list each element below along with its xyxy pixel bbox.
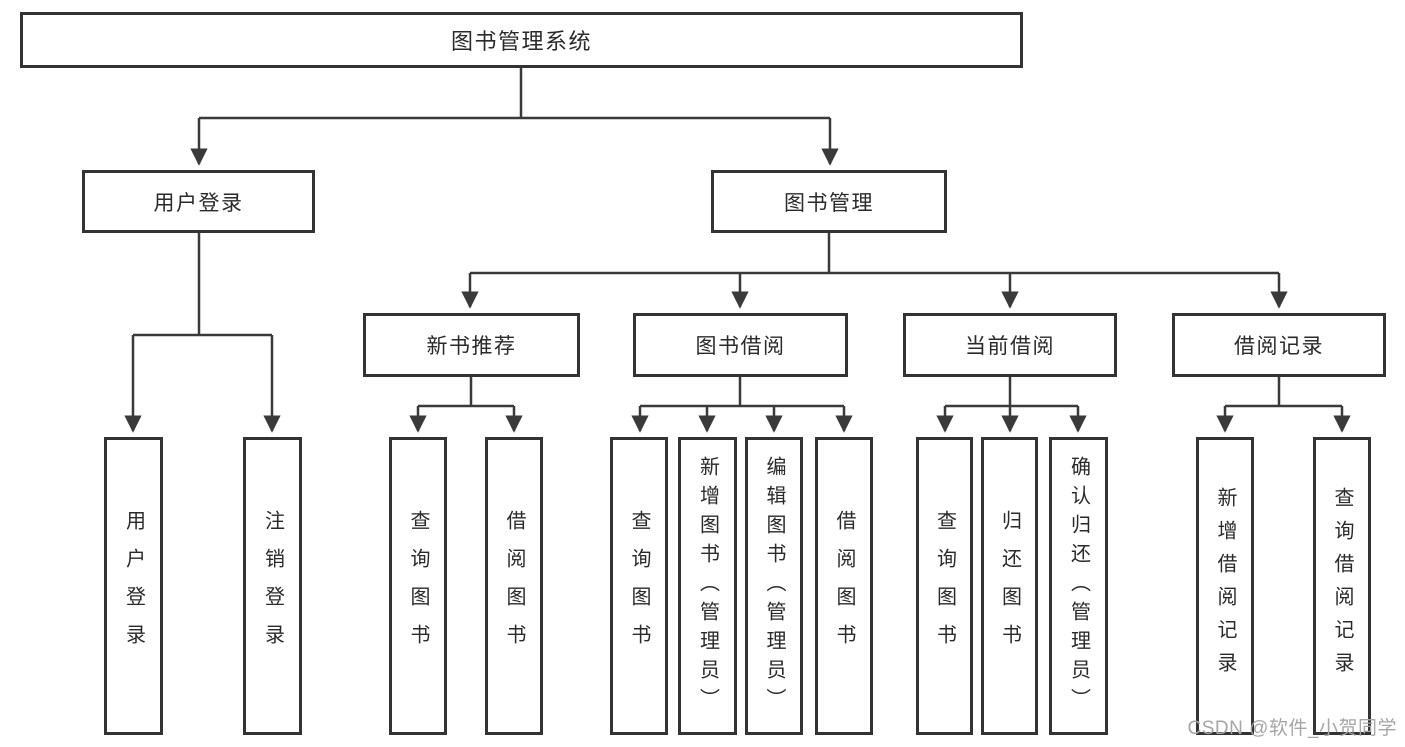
leaf-user-login: 用户登录 bbox=[104, 437, 163, 735]
node-book-borrow: 图书借阅 bbox=[633, 313, 848, 377]
leaf-query-borrow-record: 查询借阅记录 bbox=[1313, 437, 1371, 735]
leaf-edit-books-admin: 编辑图书（管理员） bbox=[745, 437, 803, 735]
node-book-management-branch: 图书管理 bbox=[711, 170, 947, 233]
leaf-return-books: 归还图书 bbox=[981, 437, 1038, 735]
leaf-logout: 注销登录 bbox=[243, 437, 302, 735]
leaf-query-books-1: 查询图书 bbox=[389, 437, 447, 735]
leaf-confirm-return-admin: 确认归还（管理员） bbox=[1049, 437, 1108, 735]
node-user-login-branch: 用户登录 bbox=[82, 170, 315, 233]
csdn-watermark: CSDN @软件_小贺同学 bbox=[1187, 718, 1397, 739]
leaf-query-books-3: 查询图书 bbox=[916, 437, 973, 735]
leaf-add-books-admin: 新增图书（管理员） bbox=[678, 437, 737, 735]
node-borrow-records: 借阅记录 bbox=[1172, 313, 1386, 377]
node-current-borrow: 当前借阅 bbox=[903, 313, 1117, 377]
node-library-management-system: 图书管理系统 bbox=[20, 12, 1023, 68]
leaf-query-books-2: 查询图书 bbox=[610, 437, 668, 735]
leaf-borrow-books-2: 借阅图书 bbox=[815, 437, 873, 735]
leaf-borrow-books-1: 借阅图书 bbox=[485, 437, 543, 735]
leaf-add-borrow-record: 新增借阅记录 bbox=[1196, 437, 1254, 735]
node-new-book-recommend: 新书推荐 bbox=[363, 313, 580, 377]
